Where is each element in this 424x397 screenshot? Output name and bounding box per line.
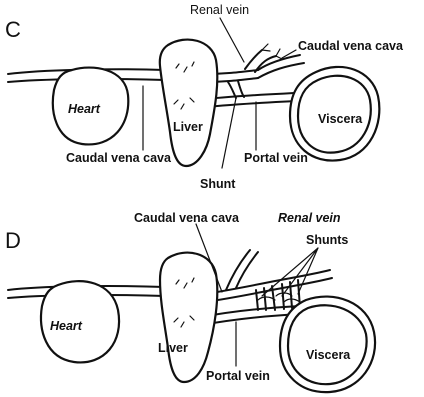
panel-d: D Caudal — [5, 211, 375, 392]
panel-c-liver — [160, 40, 218, 166]
panel-c-label-portal-vein: Portal vein — [244, 151, 308, 165]
panel-c-label-heart: Heart — [68, 102, 101, 116]
panel-c-label-caudal-vena-cava-top: Caudal vena cava — [298, 39, 404, 53]
panel-d-label-heart: Heart — [50, 319, 83, 333]
panel-d-label-viscera: Viscera — [306, 348, 351, 362]
panel-d-renal-vein — [226, 250, 258, 290]
panel-d-label-caudal-vena-cava: Caudal vena cava — [134, 211, 240, 225]
panel-c-label-shunt: Shunt — [200, 177, 236, 191]
panel-c-label-liver: Liver — [173, 120, 203, 134]
panel-c-label-viscera: Viscera — [318, 112, 363, 126]
panel-c-letter: C — [5, 17, 21, 42]
panel-d-label-liver: Liver — [158, 341, 188, 355]
panel-c-renal-vein-leader — [220, 18, 244, 62]
panel-c-label-renal-vein: Renal vein — [190, 3, 249, 17]
panel-d-label-portal-vein: Portal vein — [206, 369, 270, 383]
panel-d-label-renal-vein: Renal vein — [278, 211, 341, 225]
panel-d-liver — [160, 253, 217, 382]
panel-d-label-shunts: Shunts — [306, 233, 348, 247]
panel-c: C Renal vein Caudal vena cava — [5, 3, 404, 191]
panel-c-label-caudal-vena-cava-bottom: Caudal vena cava — [66, 151, 172, 165]
panel-d-letter: D — [5, 228, 21, 253]
panel-c-shunt-leader — [222, 98, 236, 168]
panel-d-viscera-inner — [288, 305, 367, 384]
